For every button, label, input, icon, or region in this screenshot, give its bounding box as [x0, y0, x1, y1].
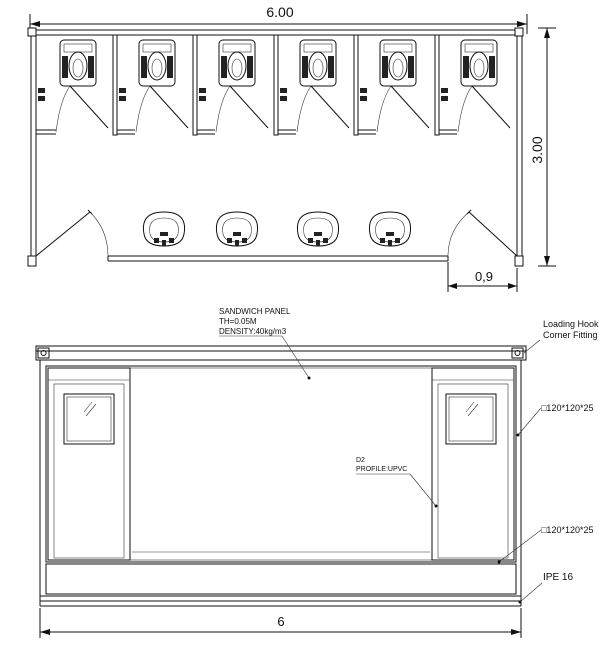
stall-door [376, 85, 430, 133]
stall-door [457, 85, 511, 133]
stall-5 [360, 39, 430, 133]
front-elevation: SANDWICH PANEL TH=0.05M DENSITY:40kg/m3 … [35, 307, 599, 638]
stall-3 [199, 39, 269, 133]
stall-door [296, 85, 350, 133]
toilet-icon [59, 39, 97, 87]
plan-entrance-door-right [447, 209, 518, 257]
toilet-icon [218, 39, 256, 87]
elevation-width-dimension: 6 [39, 608, 522, 638]
paper-holder-icon [119, 88, 126, 101]
post-top-callout: □120*120*25 [516, 403, 593, 437]
elevation-width-label: 6 [277, 614, 284, 629]
loading-hook-callout: Loading Hook Corner Fitting [523, 319, 599, 354]
plan-door-dimension: 0,9 [447, 262, 518, 292]
toilet-icon [138, 39, 176, 87]
plan-depth-dimension: 3.00 [529, 27, 556, 267]
stall-4 [280, 39, 350, 133]
floor-plan: 6.00 3.00 [27, 4, 556, 292]
elevation-door-right [431, 367, 515, 561]
base-beam-callout: IPE 16 [518, 572, 573, 604]
post-bottom-label: □120*120*25 [541, 525, 593, 535]
wash-basins [142, 211, 412, 247]
toilet-stalls [36, 34, 511, 136]
sandwich-panel-callout: SANDWICH PANEL TH=0.05M DENSITY:40kg/m3 [219, 307, 311, 380]
door-profile-callout: D2 PROFILE:UPVC [356, 457, 438, 508]
stall-door [55, 85, 109, 133]
door-code-label: D2 [356, 457, 365, 464]
door-window-right [445, 393, 497, 445]
loading-hook-label: Loading Hook [543, 319, 599, 329]
basin-icon [368, 211, 412, 247]
corner-fitting-right-icon [511, 347, 524, 359]
toilet-icon [460, 39, 498, 87]
basin-icon [296, 211, 340, 247]
toilet-icon [379, 39, 417, 87]
door-window-left [63, 393, 115, 445]
panel-thickness-label: TH=0.05M [219, 317, 257, 326]
stall-door [215, 85, 269, 133]
post-bottom-callout: □120*120*25 [497, 525, 593, 564]
panel-title-label: SANDWICH PANEL [219, 307, 291, 316]
paper-holder-icon [199, 88, 206, 101]
toilet-icon [299, 39, 337, 87]
basin-icon [142, 211, 186, 247]
stall-6 [441, 39, 511, 133]
paper-holder-icon [360, 88, 367, 101]
top-frame [35, 345, 527, 361]
container-body [39, 359, 522, 597]
plan-entrance-door-left [35, 209, 109, 257]
paper-holder-icon [280, 88, 287, 101]
plan-door-label: 0,9 [475, 269, 493, 284]
paper-holder-icon [441, 88, 448, 101]
post-top-label: □120*120*25 [541, 403, 593, 413]
panel-density-label: DENSITY:40kg/m3 [219, 327, 287, 336]
base-frame [39, 563, 522, 607]
elevation-door-left [47, 367, 131, 561]
basin-icon [215, 211, 259, 247]
stall-1 [38, 39, 109, 133]
base-beam-label: IPE 16 [543, 572, 573, 583]
plan-width-label: 6.00 [266, 4, 293, 20]
stall-2 [119, 39, 189, 133]
stall-door [135, 85, 189, 133]
paper-holder-icon [38, 88, 45, 101]
corner-fitting-left-icon [37, 347, 50, 359]
corner-fitting-label: Corner Fitting [543, 330, 598, 340]
door-profile-label: PROFILE:UPVC [356, 466, 407, 473]
plan-width-dimension: 6.00 [29, 4, 528, 34]
plan-depth-label: 3.00 [529, 136, 545, 163]
